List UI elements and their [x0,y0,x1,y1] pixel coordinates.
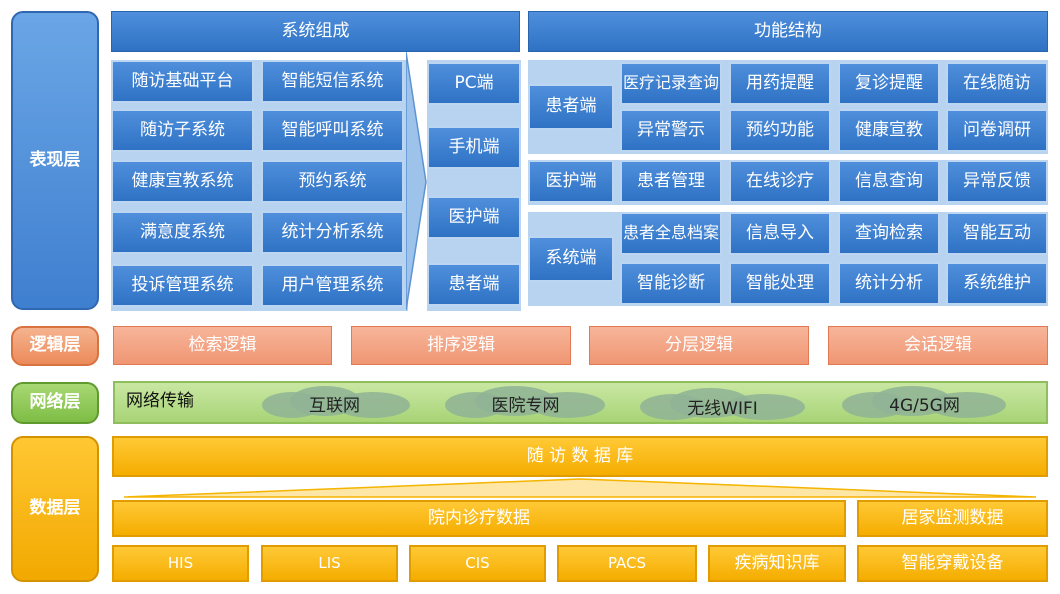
data-source: CIS [409,545,546,582]
function-item: 患者管理 [620,160,722,203]
presentation-layer-label: 表现层 [11,11,99,310]
patient-side-label: 患者端 [528,84,614,130]
network-layer-label: 网络层 [11,382,99,424]
function-item: 健康宣教 [838,109,940,152]
system-item: 满意度系统 [111,211,254,254]
logic-layer-label: 逻辑层 [11,326,99,366]
function-item: 用药提醒 [729,62,831,105]
data-source: HIS [112,545,249,582]
database-base-shape [123,478,1037,498]
function-item: 信息导入 [729,212,831,255]
logic-item: 排序逻辑 [351,326,571,365]
function-item: 患者全息档案 [620,212,722,255]
data-source: PACS [557,545,697,582]
function-item: 统计分析 [838,262,940,305]
function-item: 在线随访 [946,62,1048,105]
arrow-right-icon [406,52,427,311]
system-item: 随访子系统 [111,109,254,152]
followup-database: 随 访 数 据 库 [112,436,1048,477]
system-item: 随访基础平台 [111,60,254,103]
system-item: 投诉管理系统 [111,264,254,307]
medical-side-label: 医护端 [528,160,614,203]
client-pc: PC端 [427,62,521,105]
system-item: 智能呼叫系统 [261,109,404,152]
data-layer-label: 数据层 [11,436,99,582]
function-item: 医疗记录查询 [620,62,722,105]
function-item: 智能处理 [729,262,831,305]
function-item: 智能诊断 [620,262,722,305]
client-mobile: 手机端 [427,126,521,169]
function-item: 预约功能 [729,109,831,152]
system-item: 健康宣教系统 [111,160,254,203]
function-item: 复诊提醒 [838,62,940,105]
function-item: 异常警示 [620,109,722,152]
function-item: 信息查询 [838,160,940,203]
system-item: 智能短信系统 [261,60,404,103]
cloud-label: 医院专网 [491,395,560,416]
data-source: LIS [261,545,398,582]
cloud-label: 无线WIFI [687,398,758,419]
cloud-label: 4G/5G网 [889,395,960,416]
client-patient: 患者端 [427,263,521,306]
system-item: 统计分析系统 [261,211,404,254]
system-side-label: 系统端 [528,236,614,282]
logic-item: 分层逻辑 [589,326,809,365]
data-source: 疾病知识库 [708,545,846,582]
function-item: 智能互动 [946,212,1048,255]
network-title: 网络传输 [126,391,194,412]
wearable-devices: 智能穿戴设备 [857,545,1048,582]
function-structure-header: 功能结构 [528,11,1048,52]
system-item: 预约系统 [261,160,404,203]
logic-item: 检索逻辑 [113,326,332,365]
logic-item: 会话逻辑 [828,326,1048,365]
system-composition-header: 系统组成 [111,11,520,52]
function-item: 异常反馈 [946,160,1048,203]
home-monitoring-data: 居家监测数据 [857,500,1048,537]
function-item: 系统维护 [946,262,1048,305]
client-medical: 医护端 [427,196,521,239]
system-item: 用户管理系统 [261,264,404,307]
hospital-data: 院内诊疗数据 [112,500,846,537]
cloud-label: 互联网 [309,395,360,416]
function-item: 问卷调研 [946,109,1048,152]
function-item: 查询检索 [838,212,940,255]
function-item: 在线诊疗 [729,160,831,203]
